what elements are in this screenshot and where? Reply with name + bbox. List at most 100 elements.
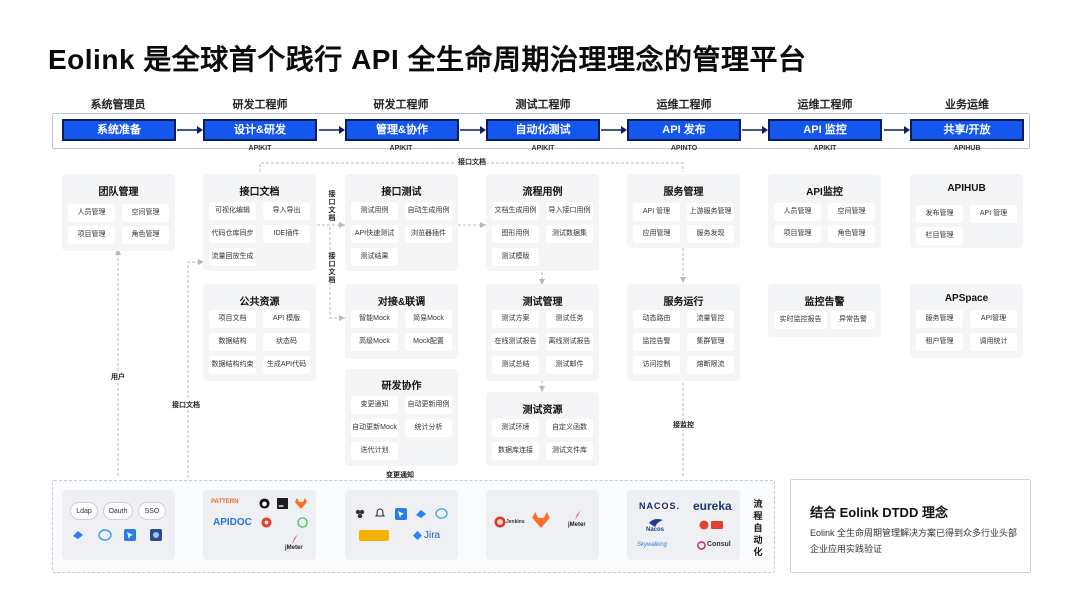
stage-manage-collab[interactable]: 管理&协作 bbox=[345, 119, 459, 141]
chip[interactable]: 动态路由 bbox=[633, 310, 680, 328]
stage-tag: APINTO bbox=[670, 145, 698, 152]
stage-api-monitor[interactable]: API 监控 bbox=[768, 119, 882, 141]
panel-mock: 对接&联调 智能Mock 简易Mock 高级Mock Mock配置 bbox=[345, 284, 458, 359]
chip[interactable]: API快速测试 bbox=[351, 225, 398, 243]
chip[interactable]: 发布管理 bbox=[916, 205, 963, 223]
chip[interactable]: 自定义函数 bbox=[546, 419, 593, 437]
chip[interactable]: 自动更新Mock bbox=[351, 419, 398, 437]
panel-title: 接口文档 bbox=[239, 187, 280, 198]
jenkins-icon bbox=[494, 516, 506, 528]
chip[interactable]: 流量回放生成 bbox=[209, 248, 256, 266]
chip[interactable]: API 模版 bbox=[263, 310, 310, 328]
chip[interactable]: 集群管理 bbox=[687, 333, 734, 351]
chip[interactable]: 访问控制 bbox=[633, 356, 680, 374]
panel-public-resources: 公共资源 项目文档 API 模版 数据结构 状态码 数据结构约束 生成API代码 bbox=[203, 284, 316, 381]
chip[interactable]: 高级Mock bbox=[351, 333, 398, 351]
chip[interactable]: 自动生成用例 bbox=[405, 202, 452, 220]
chip[interactable]: 服务管理 bbox=[916, 310, 963, 328]
chip[interactable]: 智能Mock bbox=[351, 310, 398, 328]
chip[interactable]: 数据结构约束 bbox=[209, 356, 256, 374]
chip[interactable]: 迭代计划 bbox=[351, 442, 398, 460]
panel-title: 流程用例 bbox=[522, 187, 563, 198]
chip[interactable]: 文档生成用例 bbox=[492, 202, 539, 220]
stage-tag: APIHUB bbox=[953, 145, 981, 152]
chip[interactable]: 测试结果 bbox=[351, 248, 398, 266]
stage-design-dev[interactable]: 设计&研发 bbox=[203, 119, 317, 141]
arrow-right-icon bbox=[601, 126, 627, 134]
chip[interactable]: 项目管理 bbox=[68, 226, 115, 244]
panel-title: 研发协作 bbox=[381, 381, 422, 392]
chip-sso[interactable]: SSO bbox=[138, 502, 166, 520]
chip[interactable]: 空间管理 bbox=[122, 204, 169, 222]
chip[interactable]: API管理 bbox=[970, 310, 1017, 328]
chip[interactable]: API 管理 bbox=[633, 203, 680, 221]
chip[interactable]: 导入接口用例 bbox=[546, 202, 593, 220]
chip[interactable]: 熔断限流 bbox=[687, 356, 734, 374]
chip[interactable]: 数据库连接 bbox=[492, 442, 539, 460]
chip[interactable]: 实时监控报告 bbox=[774, 311, 827, 329]
chip[interactable]: 统计分析 bbox=[405, 419, 452, 437]
chip[interactable]: Mock配置 bbox=[405, 333, 452, 351]
chip[interactable]: 调用统计 bbox=[970, 333, 1017, 351]
chip[interactable]: 代码仓库同步 bbox=[209, 225, 256, 243]
chip[interactable]: 自动更新用例 bbox=[405, 396, 452, 414]
chip[interactable]: API 管理 bbox=[970, 205, 1017, 223]
chip[interactable]: 测试任务 bbox=[546, 310, 593, 328]
chip[interactable]: 应用管理 bbox=[633, 225, 680, 243]
chip[interactable]: 测试环境 bbox=[492, 419, 539, 437]
chip[interactable]: 离线测试报告 bbox=[546, 333, 593, 351]
chip[interactable]: 图形用例 bbox=[492, 225, 539, 243]
stage-api-publish[interactable]: API 发布 bbox=[627, 119, 741, 141]
chip[interactable]: 空间管理 bbox=[828, 203, 875, 221]
chip[interactable]: 生成API代码 bbox=[263, 356, 310, 374]
stage-tag: APIKIT bbox=[531, 145, 555, 152]
chip[interactable]: 测试邮件 bbox=[546, 356, 593, 374]
stage-system-prep[interactable]: 系统准备 bbox=[62, 119, 176, 141]
chip[interactable]: 上游服务管理 bbox=[687, 203, 734, 221]
chip[interactable]: IDE插件 bbox=[263, 225, 310, 243]
panel-collab-tools: Jira bbox=[345, 490, 458, 560]
chip[interactable]: 数据结构 bbox=[209, 333, 256, 351]
stage-share-open[interactable]: 共享/开放 bbox=[910, 119, 1024, 141]
stage-auto-test[interactable]: 自动化测试 bbox=[486, 119, 600, 141]
chip-oauth[interactable]: Oauth bbox=[103, 502, 133, 520]
chip[interactable]: 测试文件库 bbox=[546, 442, 593, 460]
panel-title: 服务管理 bbox=[663, 187, 704, 198]
chip[interactable]: 栏目管理 bbox=[916, 227, 963, 245]
chip[interactable]: 测试方案 bbox=[492, 310, 539, 328]
confluence-icon bbox=[355, 509, 365, 519]
chip[interactable]: 项目文档 bbox=[209, 310, 256, 328]
chip-ldap[interactable]: Ldap bbox=[70, 502, 98, 520]
page-title: Eolink 是全球首个践行 API 全生命周期治理理念的管理平台 bbox=[48, 44, 807, 75]
panel-team: 团队管理 人员管理 空间管理 项目管理 角色管理 bbox=[62, 174, 175, 251]
chip[interactable]: 人员管理 bbox=[68, 204, 115, 222]
chip[interactable]: 测试总结 bbox=[492, 356, 539, 374]
role-biz-ops: 业务运维 bbox=[945, 99, 989, 111]
chip[interactable]: 浏览器插件 bbox=[405, 225, 452, 243]
chip[interactable]: 测试模版 bbox=[492, 248, 539, 266]
chip[interactable]: 测试用例 bbox=[351, 202, 398, 220]
chip[interactable]: 监控告警 bbox=[633, 333, 680, 351]
chip[interactable]: 角色管理 bbox=[122, 226, 169, 244]
chip[interactable]: 异常告警 bbox=[831, 311, 875, 329]
chip[interactable]: 流量管控 bbox=[687, 310, 734, 328]
panel-apspace: APSpace 服务管理 API管理 租户管理 调用统计 bbox=[910, 284, 1023, 358]
chip[interactable]: 导入导出 bbox=[263, 202, 310, 220]
panel-title: APSpace bbox=[944, 293, 989, 304]
chip[interactable]: 人员管理 bbox=[774, 203, 821, 221]
chip[interactable]: 租户管理 bbox=[916, 333, 963, 351]
panel-test-mgmt: 测试管理 测试方案 测试任务 在线测试报告 离线测试报告 测试总结 测试邮件 bbox=[486, 284, 599, 381]
chip[interactable]: 测试数据集 bbox=[546, 225, 593, 243]
chip[interactable]: 变更通知 bbox=[351, 396, 398, 414]
chip[interactable]: 服务发现 bbox=[687, 225, 734, 243]
chip[interactable]: 可视化编辑 bbox=[209, 202, 256, 220]
chip[interactable]: 项目管理 bbox=[774, 225, 821, 243]
chip[interactable]: 在线测试报告 bbox=[492, 333, 539, 351]
logo-skywalking: Skywalking bbox=[637, 542, 668, 548]
panel-test-resources: 测试资源 测试环境 自定义函数 数据库连接 测试文件库 bbox=[486, 392, 599, 466]
chip[interactable]: 状态码 bbox=[263, 333, 310, 351]
jmeter-feather-icon bbox=[575, 510, 581, 520]
chip[interactable]: 角色管理 bbox=[828, 225, 875, 243]
chip[interactable]: 简易Mock bbox=[405, 310, 452, 328]
jmeter-feather-icon bbox=[292, 534, 298, 544]
